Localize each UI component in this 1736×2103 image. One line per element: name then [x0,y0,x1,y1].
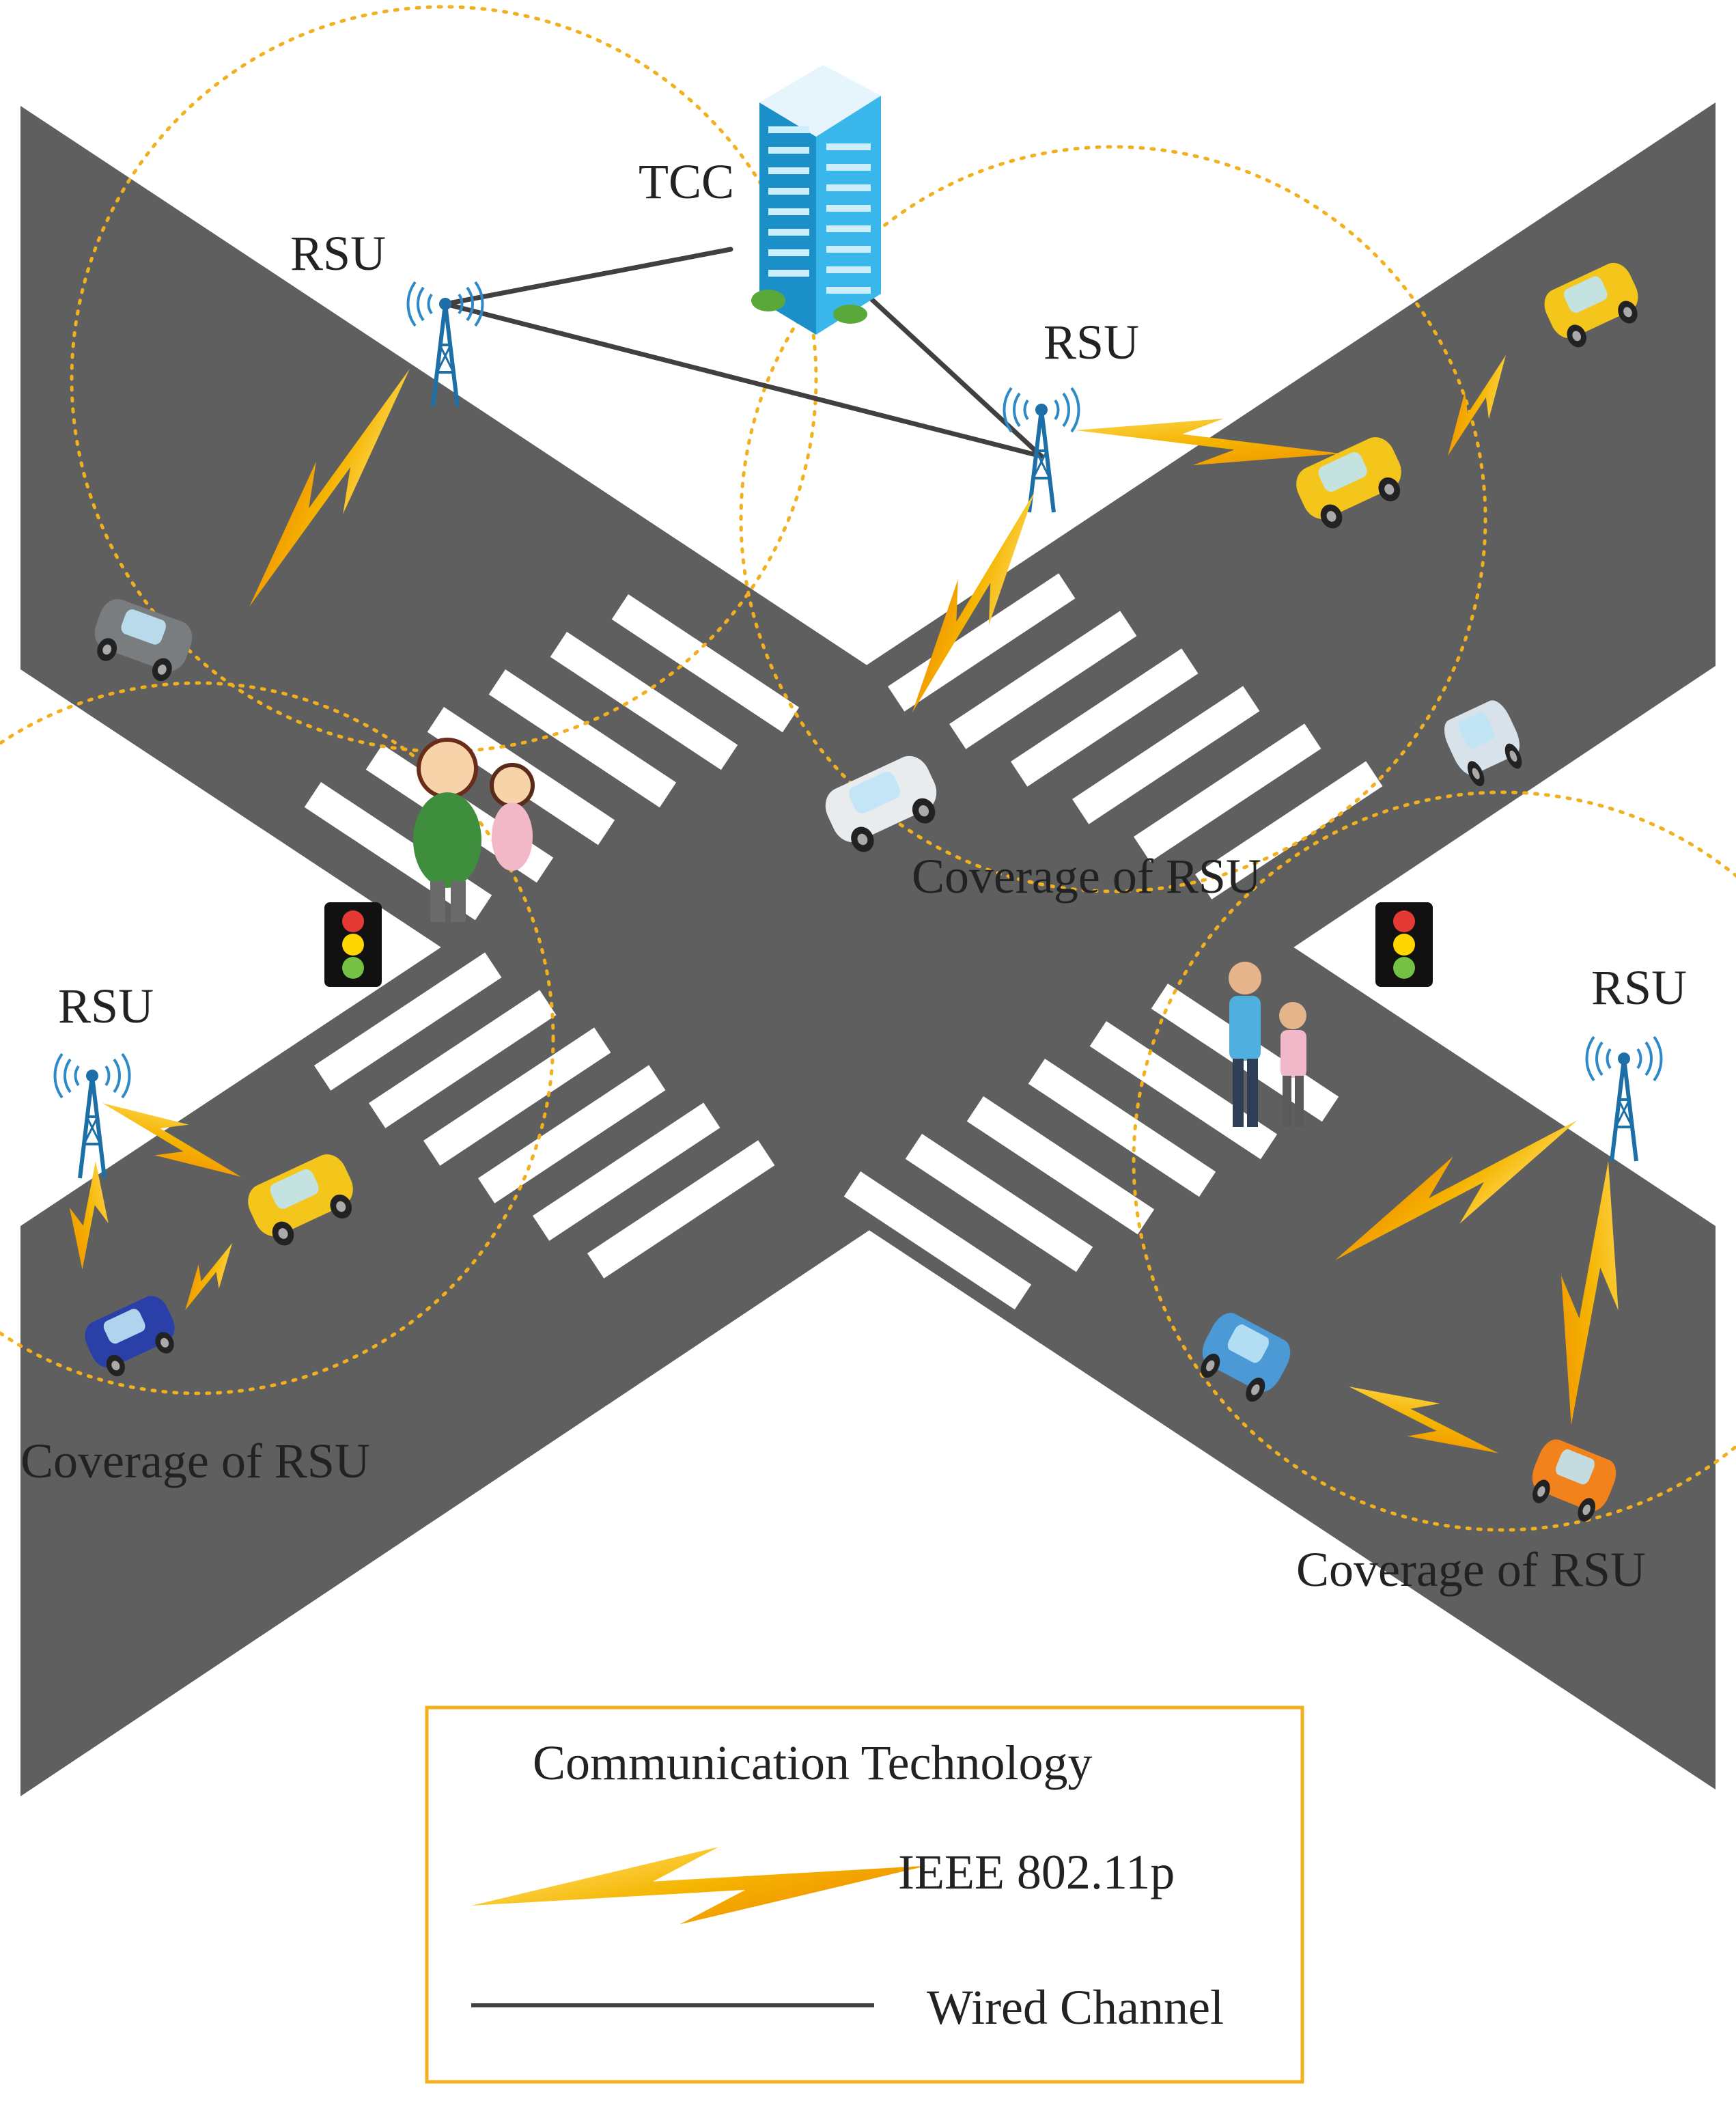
wired-link-rsu-nw-rsu-ne [443,301,1044,459]
wired-links [443,247,1044,459]
legend-title: Communication Technology [533,1736,1093,1790]
traffic-light-icon [324,902,382,987]
legend: Communication Technology IEEE 802.11p Wi… [425,1705,1304,2084]
coverage-circle-northwest [70,5,818,753]
coverage-circle-west [0,681,555,1395]
office-building-icon [751,65,881,335]
crosswalk-west [314,952,775,1279]
coverage-label: Coverage of RSU [912,849,1261,904]
rsu-label: RSU [1044,315,1139,370]
coverage-circle-southeast [1132,790,1736,1532]
coverage-label: Coverage of RSU [1296,1542,1646,1597]
rsu-tower-icon [55,1054,129,1178]
pedestrian-icon [413,738,535,922]
legend-wired-label: Wired Channel [927,1980,1224,2035]
road-network [20,102,1716,1796]
crosswalk-east [888,573,1383,900]
coverage-circle-northeast [739,145,1487,893]
traffic-light-icon [1375,902,1433,987]
rsu-label: RSU [290,226,386,281]
road-diagonal-ne-sw [20,102,1716,1796]
pedestrian-icon [1229,962,1306,1127]
rsu-tower-icon [1586,1037,1661,1161]
coverage-label: Coverage of RSU [20,1434,370,1488]
tcc-label: TCC [639,154,734,209]
coverage-circles [0,5,1736,1532]
legend-ieee-label: IEEE 802.11p [898,1845,1175,1899]
rsu-label: RSU [1591,960,1687,1015]
rsu-label: RSU [58,979,154,1033]
wired-link-tcc-rsu-nw [443,247,733,307]
